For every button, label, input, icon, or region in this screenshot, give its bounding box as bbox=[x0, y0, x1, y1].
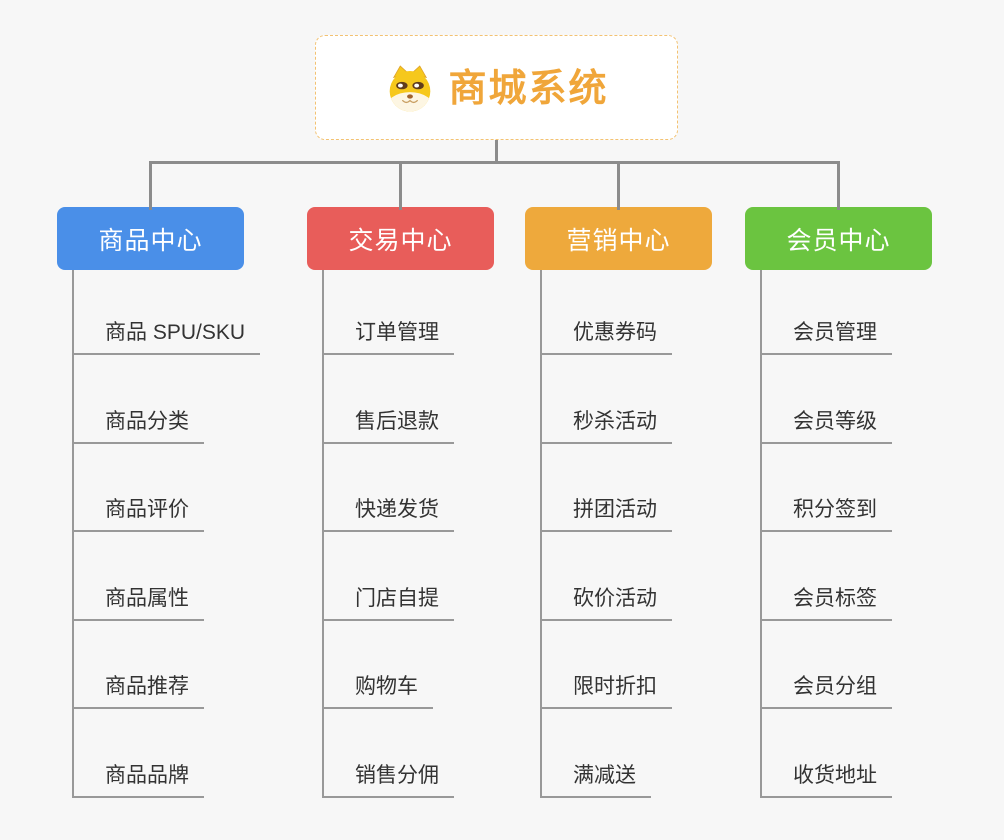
child-topic[interactable]: 优惠券码 bbox=[540, 316, 672, 355]
child-row: 秒杀活动 bbox=[540, 355, 775, 444]
child-row: 会员等级 bbox=[760, 355, 995, 444]
child-row: 会员标签 bbox=[760, 532, 995, 621]
child-topic[interactable]: 商品品牌 bbox=[72, 759, 204, 798]
connector-branch-drop bbox=[617, 161, 620, 210]
child-topic[interactable]: 收货地址 bbox=[760, 759, 892, 798]
child-topic[interactable]: 快递发货 bbox=[322, 493, 454, 532]
child-row: 商品 SPU/SKU bbox=[72, 270, 307, 355]
child-topic[interactable]: 会员等级 bbox=[760, 405, 892, 444]
child-row: 拼团活动 bbox=[540, 444, 775, 532]
child-topic[interactable]: 会员管理 bbox=[760, 316, 892, 355]
child-topic[interactable]: 门店自提 bbox=[322, 582, 454, 621]
branch: 交易中心 订单管理 售后退款 快递发货 门店自提 购物车 销售分佣 bbox=[307, 207, 557, 798]
branch-label: 会员中心 bbox=[786, 226, 891, 255]
child-topic[interactable]: 砍价活动 bbox=[540, 582, 672, 621]
branch-box[interactable]: 会员中心 bbox=[745, 207, 932, 270]
child-row: 砍价活动 bbox=[540, 532, 775, 621]
child-row: 限时折扣 bbox=[540, 621, 775, 709]
branch-box[interactable]: 交易中心 bbox=[307, 207, 494, 270]
branch-label: 商品中心 bbox=[98, 226, 203, 255]
branch: 会员中心 会员管理 会员等级 积分签到 会员标签 会员分组 收货地址 bbox=[745, 207, 995, 798]
child-row: 积分签到 bbox=[760, 444, 995, 532]
child-topic[interactable]: 商品 SPU/SKU bbox=[72, 316, 261, 355]
connector-branch-drop bbox=[399, 161, 402, 210]
child-row: 商品品牌 bbox=[72, 709, 307, 798]
branch-children: 会员管理 会员等级 积分签到 会员标签 会员分组 收货地址 bbox=[760, 270, 995, 798]
child-topic[interactable]: 商品分类 bbox=[72, 405, 204, 444]
child-row: 购物车 bbox=[322, 621, 557, 709]
branch: 营销中心 优惠券码 秒杀活动 拼团活动 砍价活动 限时折扣 满减送 bbox=[525, 207, 775, 798]
branch: 商品中心 商品 SPU/SKU 商品分类 商品评价 商品属性 商品推荐 商品品牌 bbox=[57, 207, 307, 798]
child-topic[interactable]: 会员分组 bbox=[760, 670, 892, 709]
child-topic[interactable]: 购物车 bbox=[322, 670, 433, 709]
branch-children: 优惠券码 秒杀活动 拼团活动 砍价活动 限时折扣 满减送 bbox=[540, 270, 775, 798]
child-topic[interactable]: 积分签到 bbox=[760, 493, 892, 532]
child-row: 商品推荐 bbox=[72, 621, 307, 709]
child-topic[interactable]: 拼团活动 bbox=[540, 493, 672, 532]
child-topic[interactable]: 满减送 bbox=[540, 759, 651, 798]
shiba-dog-icon bbox=[384, 63, 436, 113]
connector-horizontal-rail bbox=[149, 161, 840, 164]
root-node[interactable]: 商城系统 bbox=[315, 35, 678, 140]
child-topic[interactable]: 会员标签 bbox=[760, 582, 892, 621]
branch-label: 交易中心 bbox=[348, 226, 453, 255]
child-row: 商品属性 bbox=[72, 532, 307, 621]
child-topic[interactable]: 商品属性 bbox=[72, 582, 204, 621]
child-row: 门店自提 bbox=[322, 532, 557, 621]
child-topic[interactable]: 限时折扣 bbox=[540, 670, 672, 709]
child-row: 优惠券码 bbox=[540, 270, 775, 355]
branch-children: 商品 SPU/SKU 商品分类 商品评价 商品属性 商品推荐 商品品牌 bbox=[72, 270, 307, 798]
child-row: 销售分佣 bbox=[322, 709, 557, 798]
branch-label: 营销中心 bbox=[566, 226, 671, 255]
child-row: 商品分类 bbox=[72, 355, 307, 444]
child-topic[interactable]: 订单管理 bbox=[322, 316, 454, 355]
child-row: 收货地址 bbox=[760, 709, 995, 798]
child-row: 满减送 bbox=[540, 709, 775, 798]
branch-children: 订单管理 售后退款 快递发货 门店自提 购物车 销售分佣 bbox=[322, 270, 557, 798]
child-topic[interactable]: 商品评价 bbox=[72, 493, 204, 532]
child-topic[interactable]: 秒杀活动 bbox=[540, 405, 672, 444]
child-topic[interactable]: 商品推荐 bbox=[72, 670, 204, 709]
child-row: 快递发货 bbox=[322, 444, 557, 532]
branch-box[interactable]: 营销中心 bbox=[525, 207, 712, 270]
child-topic[interactable]: 售后退款 bbox=[322, 405, 454, 444]
root-title: 商城系统 bbox=[448, 67, 609, 110]
child-row: 会员管理 bbox=[760, 270, 995, 355]
connector-branch-drop bbox=[149, 161, 152, 210]
child-row: 订单管理 bbox=[322, 270, 557, 355]
connector-branch-drop bbox=[837, 161, 840, 210]
child-row: 会员分组 bbox=[760, 621, 995, 709]
child-row: 商品评价 bbox=[72, 444, 307, 532]
child-topic[interactable]: 销售分佣 bbox=[322, 759, 454, 798]
branch-box[interactable]: 商品中心 bbox=[57, 207, 244, 270]
child-row: 售后退款 bbox=[322, 355, 557, 444]
connector-root-drop bbox=[495, 140, 498, 161]
